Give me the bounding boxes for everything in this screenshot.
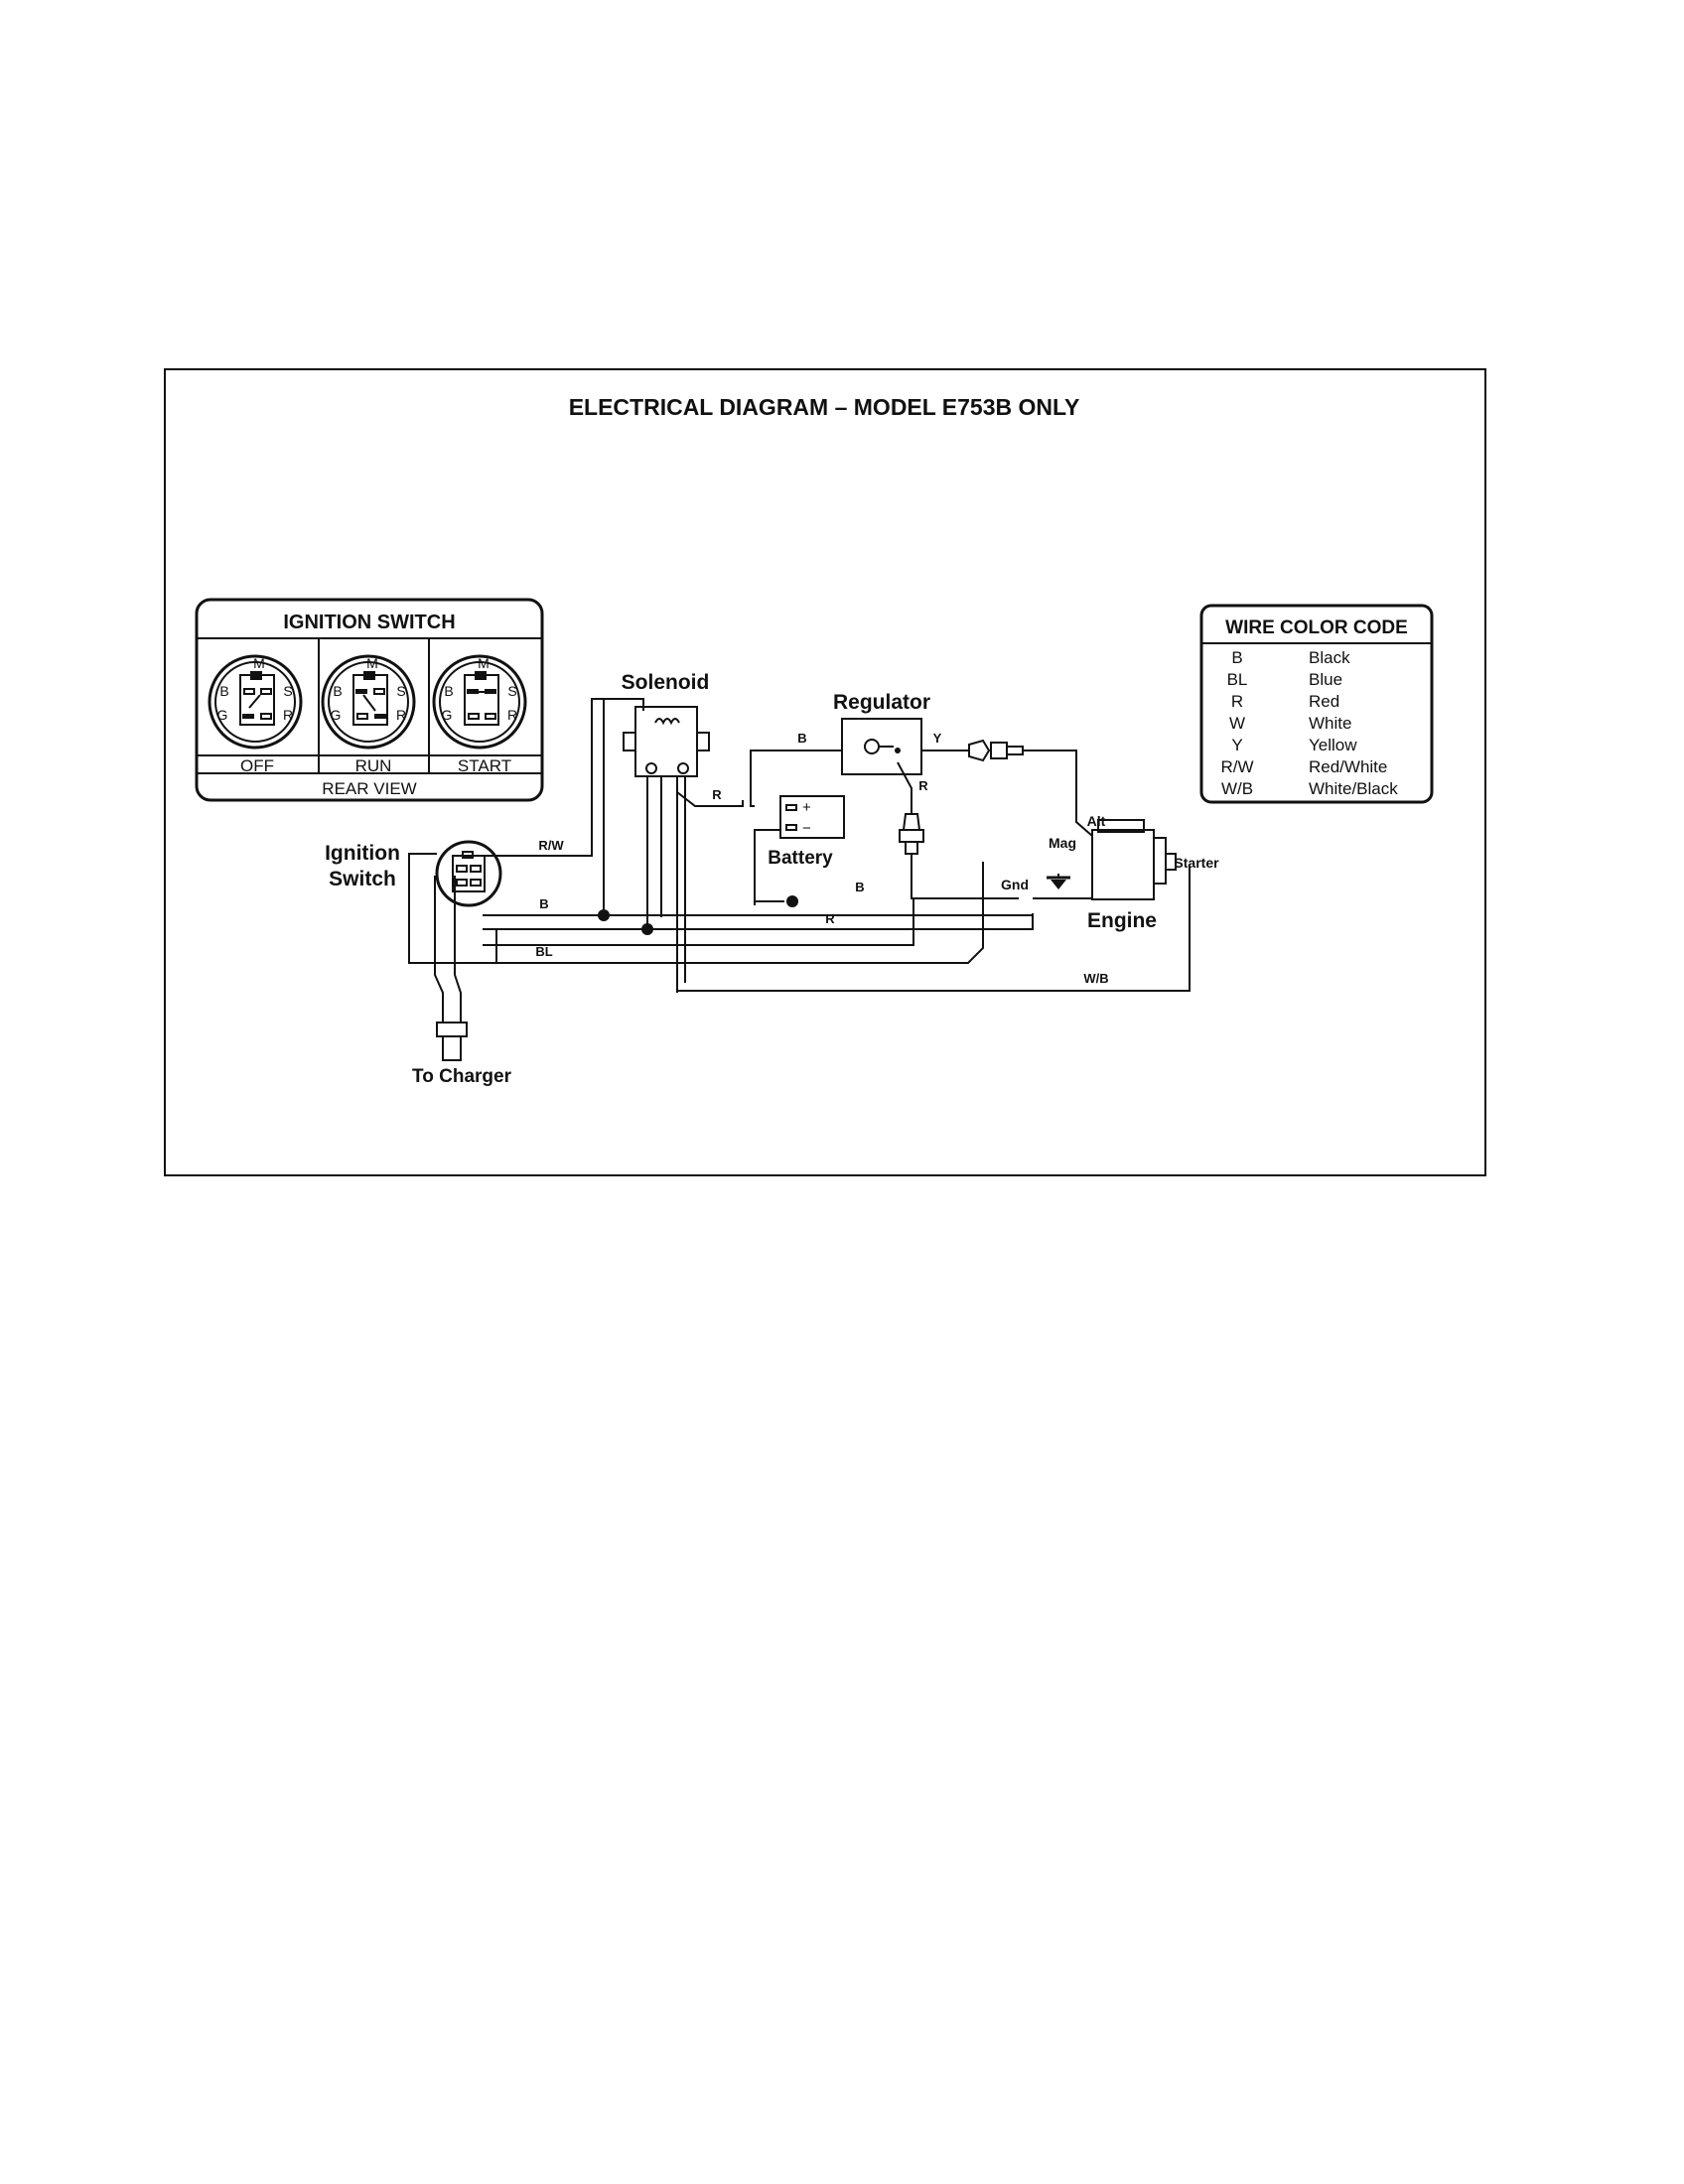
gnd-label: Gnd <box>1001 877 1029 892</box>
svg-text:R: R <box>507 707 517 723</box>
rear-view-label: REAR VIEW <box>322 779 416 798</box>
mag-label: Mag <box>1049 835 1076 851</box>
switch-start-symbol: M B S G R <box>432 654 527 750</box>
svg-text:G: G <box>217 707 228 723</box>
wire-code-row: B <box>1231 648 1242 667</box>
ignition-switch-panel: IGNITION SWITCH REAR VIEW OFF RUN START … <box>195 598 544 802</box>
position-off-label: OFF <box>240 756 274 775</box>
svg-text:B: B <box>333 683 342 699</box>
svg-text:B: B <box>219 683 228 699</box>
svg-text:G: G <box>442 707 453 723</box>
diagram-frame <box>164 368 1486 1176</box>
ignition-switch: Ignition Switch <box>325 840 502 907</box>
svg-text:R: R <box>396 707 406 723</box>
position-run-label: RUN <box>355 756 392 775</box>
wire-label-r-main: R <box>825 911 835 926</box>
y-wire-connector <box>968 739 1024 762</box>
wire-code-row: BL <box>1227 670 1248 689</box>
wiring <box>408 698 1191 1023</box>
wire-code-row: R/W <box>1220 757 1253 776</box>
wire-color-row: Yellow <box>1309 736 1357 754</box>
switch-run-symbol: M B S G R <box>321 654 416 750</box>
ignition-switch-label-line2: Switch <box>329 868 396 890</box>
wire-color-row: Blue <box>1309 670 1342 689</box>
ignition-switch-panel-title: IGNITION SWITCH <box>283 612 455 633</box>
svg-text:R: R <box>283 707 293 723</box>
diagram-title: ELECTRICAL DIAGRAM – MODEL E753B ONLY <box>569 394 1080 420</box>
wire-color-row: White <box>1309 714 1351 733</box>
engine-label: Engine <box>1087 909 1157 932</box>
wire-label-r-reg: R <box>918 778 928 793</box>
starter-label: Starter <box>1174 855 1219 871</box>
wire-color-row: Red <box>1309 692 1339 711</box>
svg-text:+: + <box>802 799 811 816</box>
svg-text:B: B <box>444 683 453 699</box>
wire-color-code-title: WIRE COLOR CODE <box>1225 617 1408 638</box>
wire-color-row: Black <box>1309 648 1350 667</box>
wire-label-y: Y <box>933 731 942 746</box>
svg-text:−: − <box>802 820 811 837</box>
svg-text:S: S <box>396 683 405 699</box>
wire-code-row: W/B <box>1221 779 1253 798</box>
switch-off-symbol: M B S G R <box>208 654 303 750</box>
ignition-switch-label-line1: Ignition <box>325 842 400 865</box>
wire-label-b-switch: B <box>539 896 548 911</box>
r-wire-connector <box>899 813 924 855</box>
charger-connector: To Charger <box>412 1022 512 1087</box>
wire-code-row: W <box>1229 714 1245 733</box>
ground-icon <box>1047 874 1070 889</box>
wire-labels: R/W B BL B Y R R B R W/B <box>535 731 1108 986</box>
junction-dots <box>598 895 798 935</box>
svg-text:M: M <box>478 655 490 671</box>
alt-label: Alt <box>1087 813 1106 829</box>
wire-label-r-sol: R <box>712 787 722 802</box>
wire-code-row: R <box>1231 692 1243 711</box>
regulator-label: Regulator <box>833 691 930 714</box>
wire-label-wb: W/B <box>1083 971 1108 986</box>
svg-text:M: M <box>366 655 378 671</box>
wire-color-row: White/Black <box>1309 779 1398 798</box>
wire-label-rw: R/W <box>538 838 564 853</box>
battery-label: Battery <box>768 848 833 869</box>
engine: Engine Alt Mag Starter Gnd <box>1001 813 1219 932</box>
wire-label-b-reg: B <box>797 731 806 746</box>
wire-color-row: Red/White <box>1309 757 1387 776</box>
svg-text:S: S <box>507 683 516 699</box>
solenoid: Solenoid <box>622 671 710 777</box>
battery: + − Battery <box>768 795 845 869</box>
solenoid-label: Solenoid <box>622 671 710 694</box>
wire-label-bl: BL <box>535 944 552 959</box>
svg-text:G: G <box>331 707 342 723</box>
wire-label-b-eng: B <box>855 880 864 894</box>
regulator: Regulator <box>833 691 930 775</box>
wire-code-row: Y <box>1231 736 1242 754</box>
position-start-label: START <box>458 756 511 775</box>
svg-text:S: S <box>283 683 292 699</box>
wire-color-code-table: WIRE COLOR CODE B Black BL Blue R Red W … <box>1199 604 1434 804</box>
to-charger-label: To Charger <box>412 1066 512 1087</box>
svg-text:M: M <box>253 655 265 671</box>
